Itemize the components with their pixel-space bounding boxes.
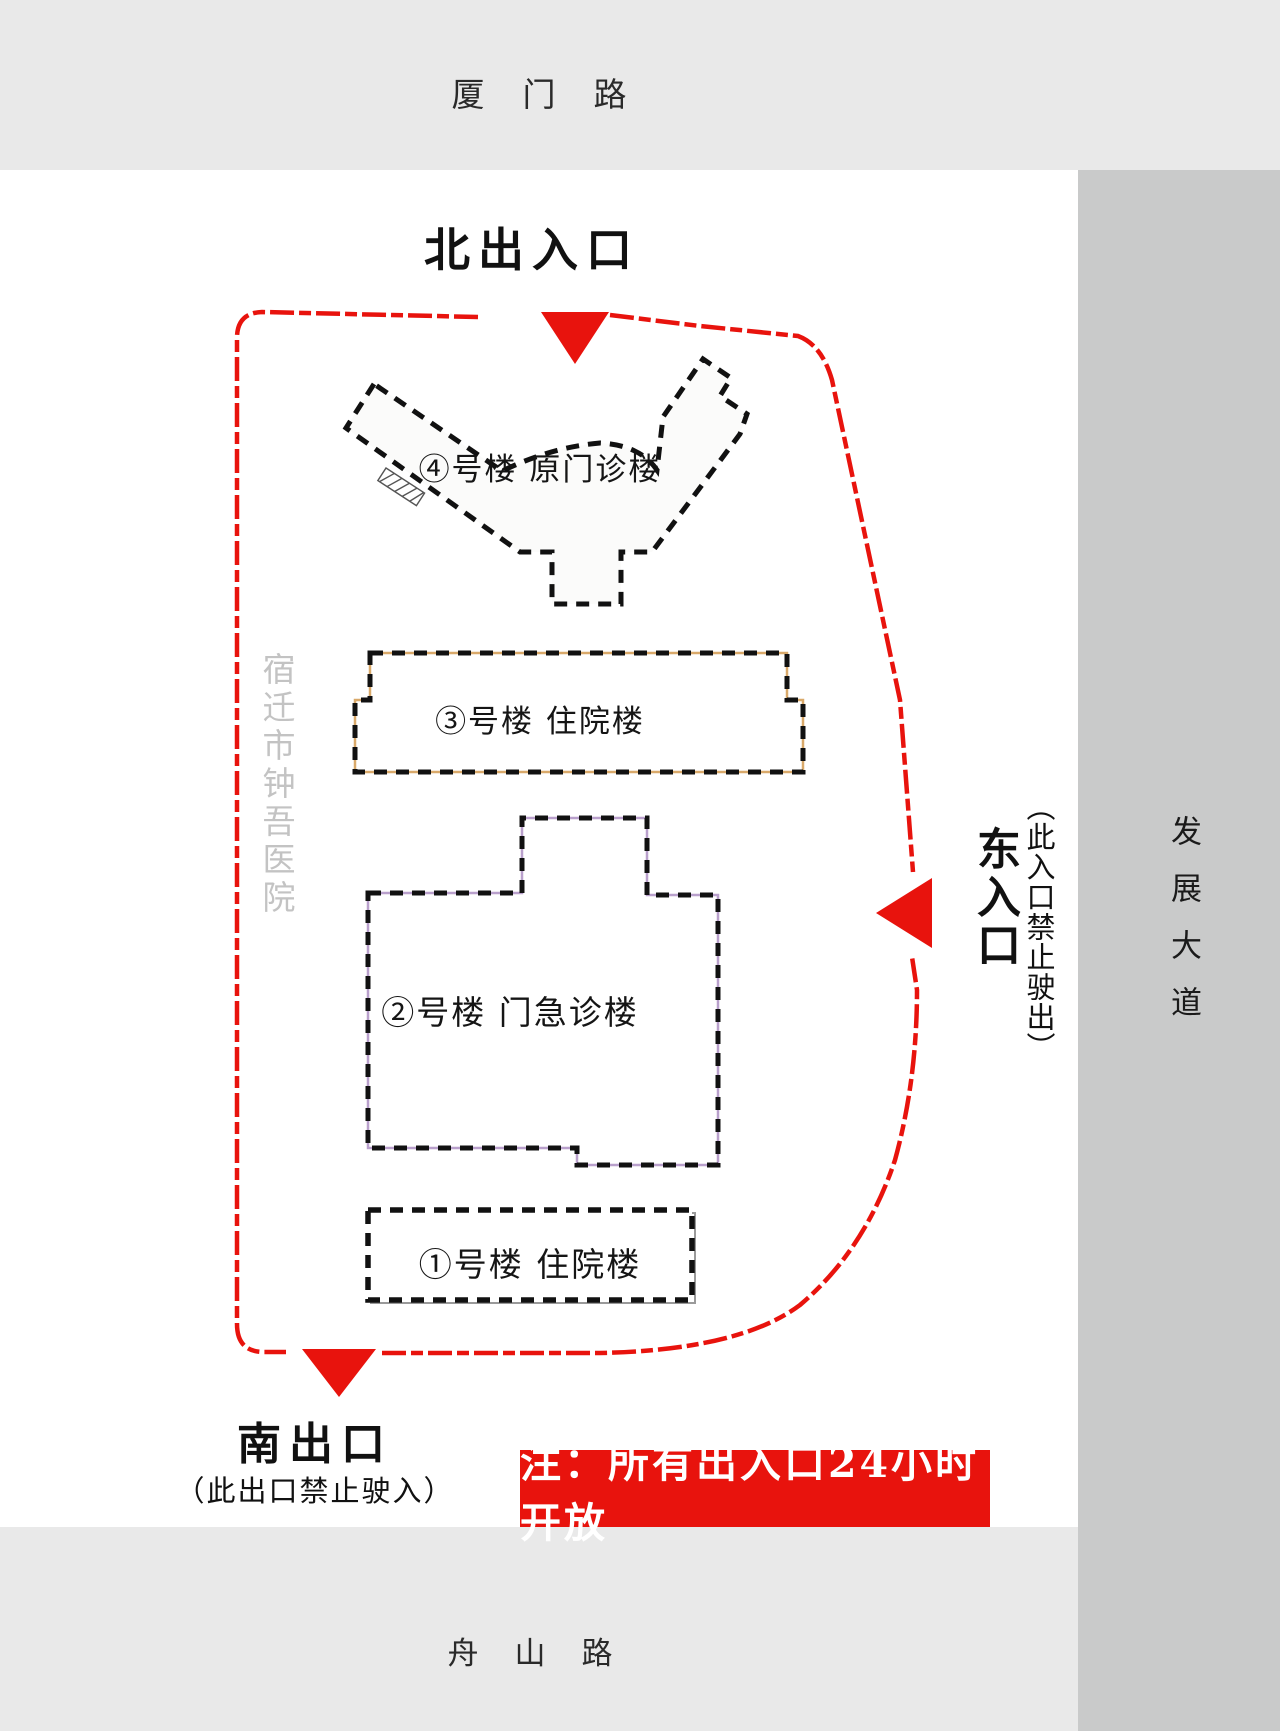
route-segment-north-east <box>609 312 916 873</box>
top-road-strip <box>0 0 1280 170</box>
building-1-outline <box>365 1207 695 1303</box>
hospital-name-watermark: 宿迁市钟吾医院 <box>257 652 296 918</box>
building-2-label: ②号楼 门急诊楼 <box>381 993 639 1032</box>
east-entrance-note: （此入口禁止驶出） <box>1022 792 1056 1062</box>
building-4-label: ④号楼 原门诊楼 <box>418 452 662 488</box>
road-name-bottom: 舟山路 <box>447 1636 649 1672</box>
south-exit-note: （此出口禁止驶入） <box>175 1474 455 1508</box>
bottom-road-strip <box>0 1527 1078 1731</box>
south-exit-arrow-icon <box>302 1349 376 1397</box>
building-2-outline <box>365 815 721 1168</box>
building-4-outline <box>342 355 751 607</box>
entrance-arrows <box>302 312 932 1397</box>
right-road-strip <box>1078 170 1280 1731</box>
building-1-label: ①号楼 住院楼 <box>418 1245 642 1284</box>
route-segment-west <box>234 309 479 1355</box>
route-red-dashed-boundary <box>234 309 920 1356</box>
east-entrance-arrow-icon <box>876 878 932 948</box>
east-entrance-label: 东入口 <box>969 826 1020 970</box>
north-entrance-arrow-icon <box>541 312 609 364</box>
building-3-outline <box>352 650 806 775</box>
building-3-label: ③号楼 住院楼 <box>435 704 645 740</box>
24h-open-notice-banner: 注：所有出入口24小时开放 <box>520 1439 990 1547</box>
stairs-hatch-icon <box>376 467 426 507</box>
north-entrance-label: 北出入口 <box>424 223 640 277</box>
south-exit-label: 南出口 <box>237 1419 393 1470</box>
road-name-top: 厦门路 <box>451 75 665 114</box>
route-segment-south-east <box>382 956 920 1356</box>
road-name-right: 发展大道 <box>1165 815 1201 1043</box>
